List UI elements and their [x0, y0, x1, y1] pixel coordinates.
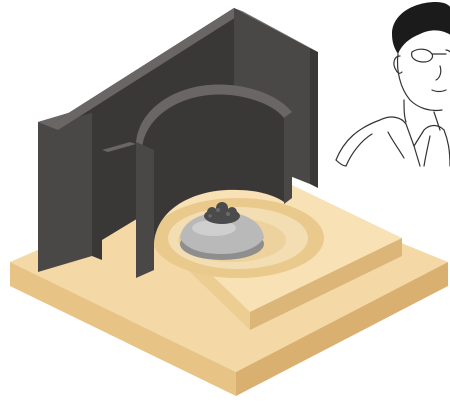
- portrait-glasses: [412, 49, 450, 62]
- left-wall-edge: [92, 106, 102, 260]
- shield-end-left: [136, 142, 154, 278]
- right-wall-edge: [310, 48, 318, 188]
- person-portrait-icon: [336, 2, 450, 166]
- portrait-jacket: [336, 120, 450, 166]
- portrait-lapel: [388, 132, 430, 166]
- portrait-collar: [380, 117, 444, 146]
- portrait-hair: [392, 2, 450, 54]
- shield-end-right: [284, 112, 292, 204]
- portrait-nose: [436, 66, 441, 80]
- portrait-mouth: [432, 90, 446, 92]
- portrait-shoulder: [336, 160, 346, 166]
- left-wall-face: [38, 106, 92, 272]
